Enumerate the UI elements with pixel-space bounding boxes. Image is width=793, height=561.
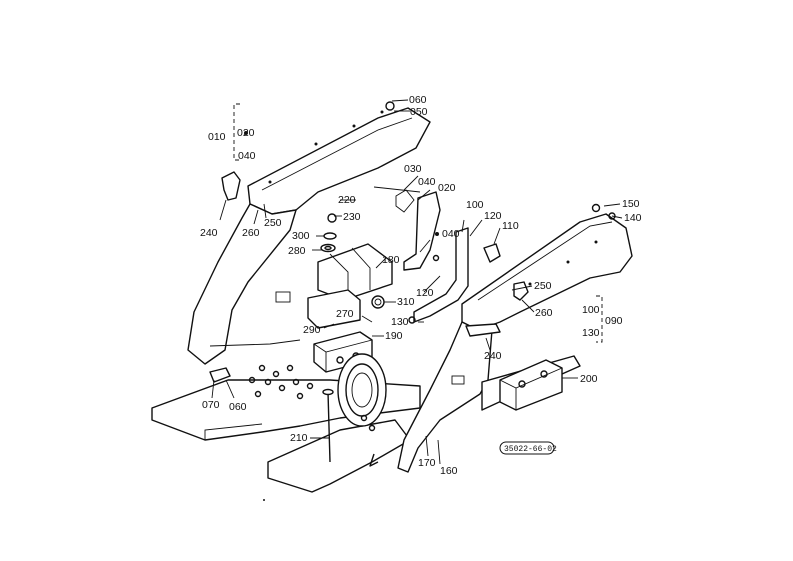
callout-020: 020: [438, 182, 456, 194]
fastener-stack: [320, 213, 385, 309]
callout-210: 210: [290, 432, 308, 444]
callout-130: 130: [391, 316, 409, 328]
callout-070: 070: [202, 399, 220, 411]
callout-100: 100: [466, 199, 484, 211]
callout-090: 090: [605, 315, 623, 327]
bracket-right: [413, 227, 501, 323]
callout-180: 180: [382, 254, 400, 266]
callout-220: 220: [338, 194, 356, 206]
callout-230: 230: [343, 211, 361, 223]
block-200: [499, 359, 563, 411]
callout-240: 240: [200, 227, 218, 239]
floor-plate-right: [267, 419, 411, 493]
callout-030: 030: [404, 163, 422, 175]
group-bracket-090: [596, 295, 603, 343]
callout-140: 140: [624, 212, 642, 224]
callout-020: 020: [237, 127, 255, 139]
callout-060: 060: [229, 401, 247, 413]
callout-150: 150: [622, 198, 640, 210]
right-fender: [397, 213, 633, 473]
callout-100: 100: [582, 304, 600, 316]
callout-280: 280: [288, 245, 306, 257]
callout-130: 130: [582, 327, 600, 339]
drawing-number-stamp: 35022-66-02: [499, 441, 557, 455]
long-bolt-210: [322, 388, 334, 463]
callout-040: 040: [418, 176, 436, 188]
callout-190: 190: [385, 330, 403, 342]
callout-060: 060: [409, 94, 427, 106]
callout-160: 160: [440, 465, 458, 477]
callout-260: 260: [535, 307, 553, 319]
callout-120: 120: [484, 210, 502, 222]
callout-050: 050: [410, 106, 428, 118]
grab-handle-right: [513, 281, 529, 301]
axle-ring: [337, 353, 387, 427]
callout-040: 040: [442, 228, 460, 240]
callout-120: 120: [416, 287, 434, 299]
callout-240: 240: [484, 350, 502, 362]
drawing-number: 35022-66-02: [504, 445, 557, 454]
callout-290: 290: [303, 324, 321, 336]
loose-bolts: [209, 101, 616, 467]
leader-lines: [211, 99, 623, 465]
callout-200: 200: [580, 373, 598, 385]
callout-010: 010: [208, 131, 226, 143]
callout-labels: 010 020 040 060 050 030 040 020 220 230 …: [200, 94, 642, 477]
callout-310: 310: [397, 296, 415, 308]
callout-170: 170: [418, 457, 436, 469]
callout-300: 300: [292, 230, 310, 242]
seat-support: [307, 243, 393, 329]
callout-040: 040: [238, 150, 256, 162]
roller-310: [371, 295, 385, 309]
callout-250: 250: [534, 280, 552, 292]
fender-bracket: [395, 189, 441, 271]
callout-110: 110: [502, 220, 519, 232]
group-bracket-010: [233, 103, 240, 161]
callout-260: 260: [242, 227, 260, 239]
callout-250: 250: [264, 217, 282, 229]
callout-270: 270: [336, 308, 354, 320]
grab-handle-left: [221, 171, 241, 201]
